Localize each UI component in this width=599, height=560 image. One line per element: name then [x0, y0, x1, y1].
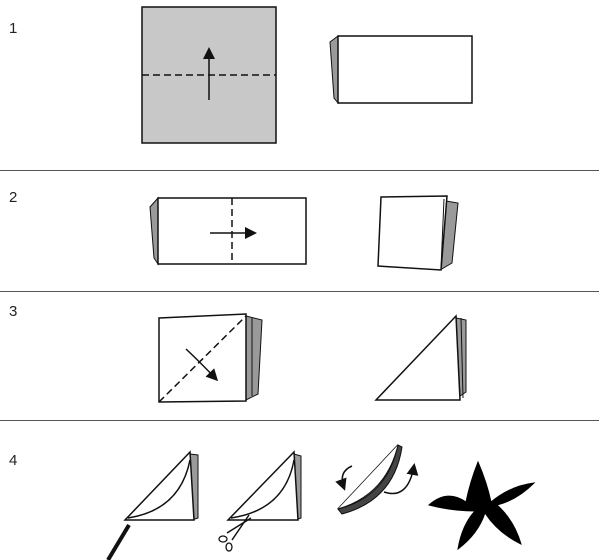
flower-icon [429, 462, 534, 549]
step-1-folded-rectangle [330, 36, 472, 103]
step-2-rectangle [150, 198, 306, 264]
unfold-arrow-left [342, 466, 352, 488]
step-2-folded-square [378, 196, 458, 270]
step-3-square [159, 314, 262, 402]
pencil-icon [108, 525, 129, 560]
step-4-cut-curve [219, 452, 301, 551]
step-4-unfold [338, 445, 414, 514]
step-1-square-paper [142, 7, 276, 143]
step-4-draw-curve [108, 452, 198, 560]
step-3-triangle [376, 316, 466, 400]
